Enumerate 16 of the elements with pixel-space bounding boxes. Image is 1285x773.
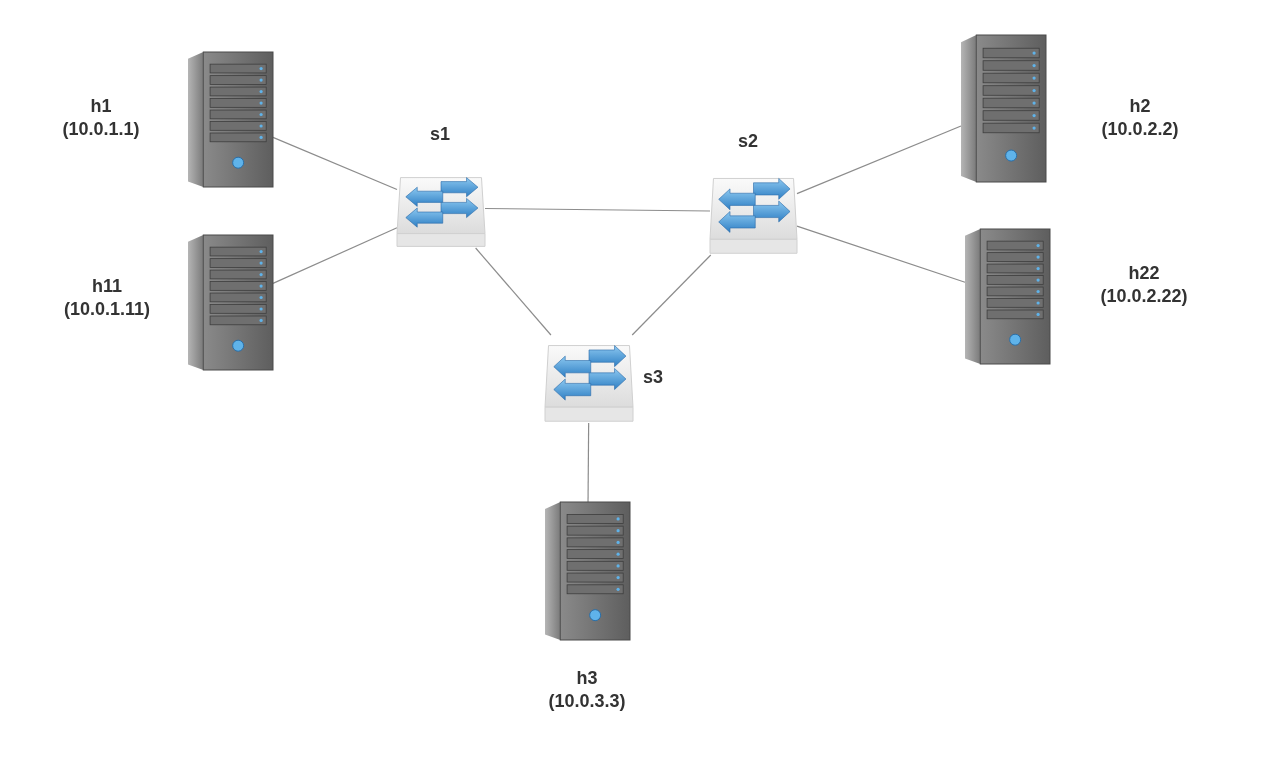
network-link bbox=[272, 227, 398, 285]
node-label: h11 (10.0.1.11) bbox=[63, 274, 151, 321]
node-label: s1 bbox=[430, 123, 450, 147]
node-label: s3 bbox=[643, 366, 663, 390]
network-link bbox=[631, 254, 712, 336]
network-link bbox=[484, 207, 711, 212]
node-label: h22 (10.0.2.22) bbox=[1100, 261, 1188, 308]
network-link bbox=[796, 225, 966, 283]
network-link bbox=[796, 125, 962, 195]
network-link bbox=[475, 247, 552, 336]
network-link bbox=[272, 136, 398, 191]
network-link bbox=[587, 422, 590, 503]
node-label: s2 bbox=[738, 130, 758, 154]
node-label: h3 (10.0.3.3) bbox=[548, 666, 626, 713]
node-label: h1 (10.0.1.1) bbox=[62, 94, 140, 141]
node-label: h2 (10.0.2.2) bbox=[1101, 94, 1179, 141]
